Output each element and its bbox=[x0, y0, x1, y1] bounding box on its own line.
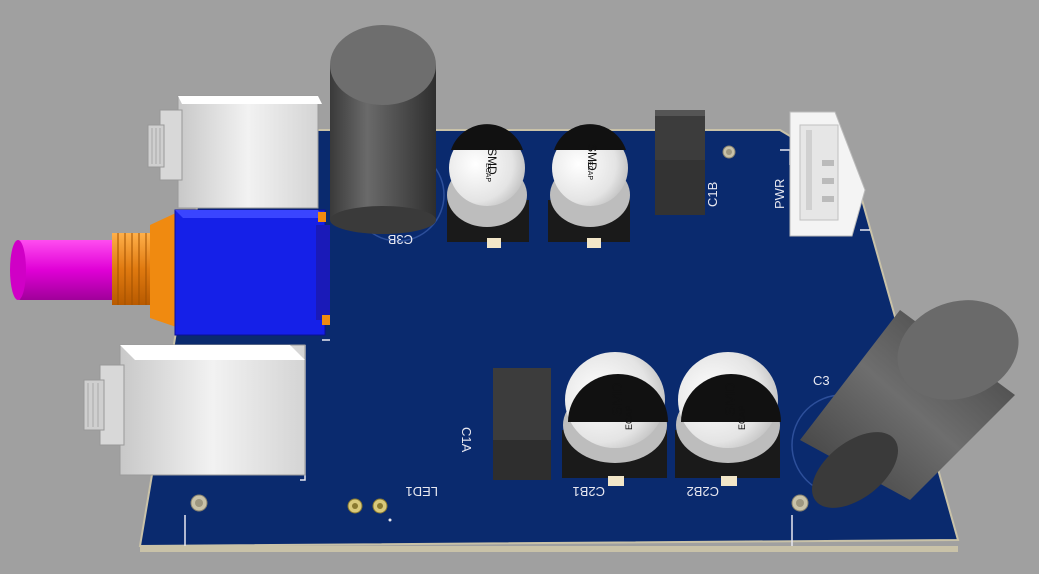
film-capacitor-c1b[interactable] bbox=[655, 110, 705, 215]
capacitor-icon[interactable] bbox=[330, 25, 436, 234]
smd-capacitor-c2b1[interactable]: SMD ECAP bbox=[562, 352, 668, 486]
label-c1b: C1B bbox=[705, 182, 720, 207]
svg-text:ECAP: ECAP bbox=[737, 405, 747, 430]
power-header-icon[interactable] bbox=[789, 111, 866, 237]
led-icon[interactable] bbox=[347, 498, 392, 522]
svg-text:ECAP: ECAP bbox=[624, 405, 634, 430]
silkscreen-labels: C3B C1B PWR C1A LED1 C2B1 C2B2 C3 bbox=[388, 179, 830, 499]
smd-capacitor-2[interactable]: SMD ECAP bbox=[548, 124, 630, 248]
jack-connector-bottom-icon[interactable] bbox=[83, 344, 306, 476]
label-c3: C3 bbox=[813, 373, 830, 388]
svg-text:SMD: SMD bbox=[485, 148, 499, 175]
label-c2b1: C2B1 bbox=[572, 484, 605, 499]
label-c3b: C3B bbox=[388, 232, 413, 247]
svg-text:ECAP: ECAP bbox=[586, 161, 593, 180]
smd-capacitor-c2b2[interactable]: SMD ECAP bbox=[675, 352, 781, 486]
potentiometer-icon[interactable] bbox=[10, 209, 330, 336]
capacitor-c3-icon[interactable] bbox=[798, 284, 1032, 523]
label-led1: LED1 bbox=[405, 484, 438, 499]
label-c2b2: C2B2 bbox=[686, 484, 719, 499]
film-capacitor-c1a[interactable] bbox=[493, 368, 551, 480]
smd-capacitor-1[interactable]: SMD ECAP bbox=[447, 124, 529, 248]
jack-connector-icon[interactable] bbox=[147, 95, 322, 209]
svg-text:SMD: SMD bbox=[609, 383, 626, 417]
svg-text:ECAP: ECAP bbox=[484, 163, 491, 182]
label-pwr: PWR bbox=[772, 179, 787, 209]
label-c1a: C1A bbox=[459, 427, 474, 453]
mounting-holes bbox=[190, 145, 809, 512]
svg-text:SMD: SMD bbox=[585, 144, 599, 171]
svg-text:SMD: SMD bbox=[722, 383, 739, 417]
